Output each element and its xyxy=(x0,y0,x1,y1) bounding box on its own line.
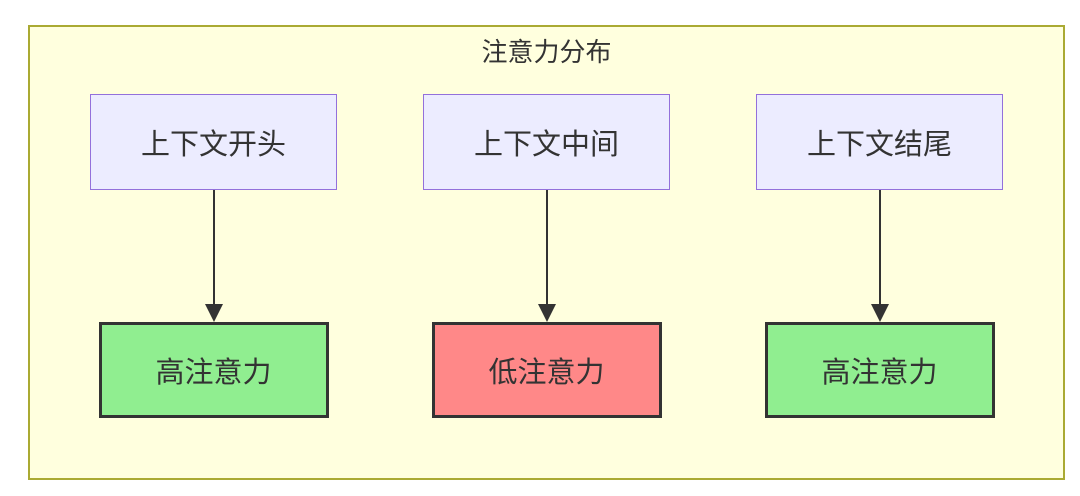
node-high-attention-end: 高注意力 xyxy=(764,322,995,418)
diagram-column-end: 上下文结尾 高注意力 xyxy=(756,94,1003,418)
arrow-down-icon xyxy=(204,190,223,322)
diagram-column-middle: 上下文中间 低注意力 xyxy=(423,94,670,418)
diagram-columns: 上下文开头 高注意力 上下文中间 低注意力 上下文结尾 xyxy=(30,94,1063,418)
node-low-attention-middle: 低注意力 xyxy=(431,322,662,418)
node-high-attention-start: 高注意力 xyxy=(98,322,329,418)
diagram-column-start: 上下文开头 高注意力 xyxy=(90,94,337,418)
arrow-down-icon xyxy=(537,190,556,322)
node-context-start: 上下文开头 xyxy=(90,94,337,190)
arrow-down-icon xyxy=(870,190,889,322)
node-context-middle: 上下文中间 xyxy=(423,94,670,190)
attention-diagram: 注意力分布 上下文开头 高注意力 上下文中间 低注意力 上下文结尾 xyxy=(28,25,1065,480)
diagram-title: 注意力分布 xyxy=(481,37,612,67)
node-context-end: 上下文结尾 xyxy=(756,94,1003,190)
